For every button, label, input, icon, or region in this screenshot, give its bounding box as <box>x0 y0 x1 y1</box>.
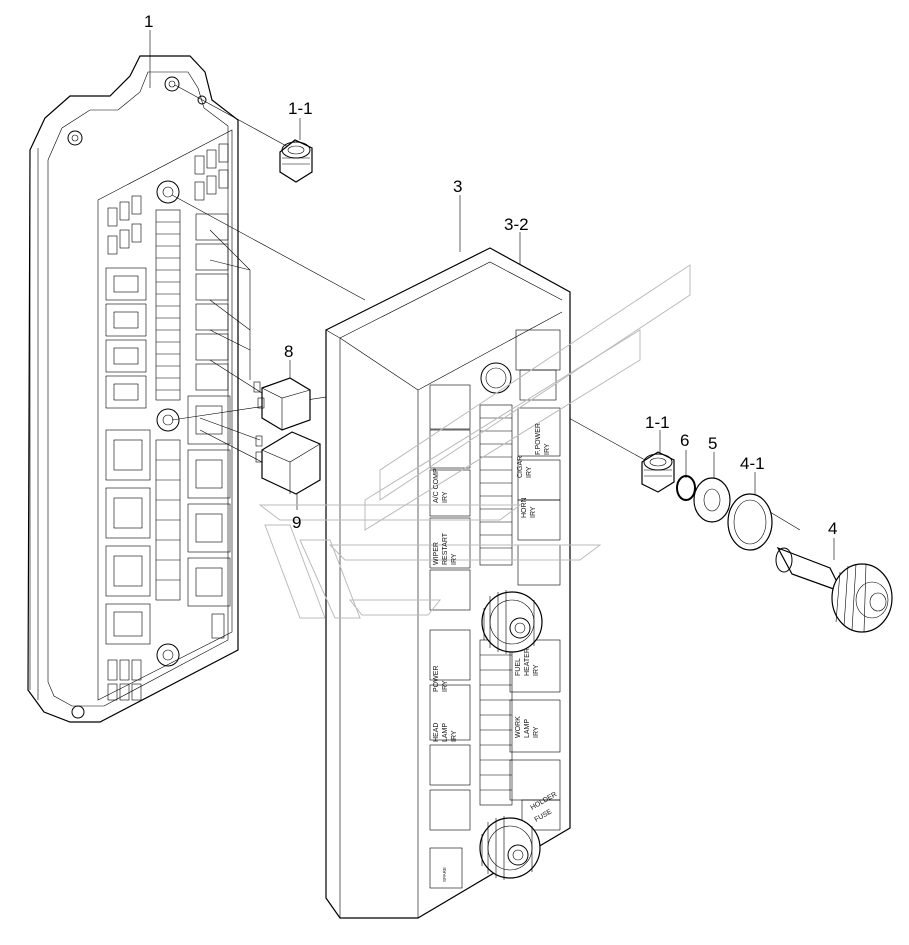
fuse-box-base <box>27 55 239 723</box>
callout-3-2: 3-2 <box>504 215 529 234</box>
callout-4: 4 <box>828 519 837 538</box>
label-power-iry: IRY <box>442 680 449 692</box>
callout-1: 1 <box>144 12 153 31</box>
label-fuel-power-iry: IRY <box>544 443 551 455</box>
callout-1-1-top: 1-1 <box>288 99 313 118</box>
fuse-box-cover <box>325 247 571 919</box>
cover-knob-lower <box>479 816 541 880</box>
label-power: POWER <box>433 666 440 692</box>
callout-labels: 1 1-1 3 3-2 8 9 1-1 6 5 4-1 4 <box>144 12 837 538</box>
label-fuel-power: F.POWER <box>535 423 542 455</box>
label-work-lamp: WORK <box>515 716 522 738</box>
label-a-c-comp: A/C COMP <box>433 468 440 503</box>
label-fuel-heater: FUEL <box>515 658 522 676</box>
callout-5: 5 <box>708 434 717 453</box>
watermark-logo <box>258 264 691 619</box>
callout-6: 6 <box>680 431 689 450</box>
label-horn: HORN <box>521 497 528 518</box>
label-work-lamp-lamp: LAMP <box>524 719 531 738</box>
label-work-lamp-iry: IRY <box>533 726 540 738</box>
label-spare: SPARE <box>442 867 447 882</box>
label-cigar: CIGAR <box>517 456 524 478</box>
callout-4-1: 4-1 <box>740 454 765 473</box>
washer <box>693 477 731 523</box>
cover-knob-upper <box>481 590 543 654</box>
relay-8 <box>253 377 311 431</box>
label-a-c-comp-sub: IRY <box>442 491 449 503</box>
label-head-lamp: HEAD <box>433 723 440 742</box>
label-cigar-iry: IRY <box>526 466 533 478</box>
label-fuel-heater-heater: HEATER <box>524 648 531 676</box>
label-wiper-restart: RESTART <box>442 532 449 565</box>
label-wiper-iry: IRY <box>451 553 458 565</box>
callout-8: 8 <box>284 342 293 361</box>
callout-1-1-right: 1-1 <box>645 413 670 432</box>
label-head-lamp-lamp: LAMP <box>442 723 449 742</box>
callout-9: 9 <box>292 513 301 532</box>
label-head-lamp-iry: IRY <box>451 730 458 742</box>
knob <box>775 546 893 633</box>
gasket <box>727 493 773 551</box>
relay-9 <box>255 431 321 495</box>
label-wiper: WIPER <box>433 542 440 565</box>
cap-top <box>279 139 313 183</box>
label-horn-iry: IRY <box>530 506 537 518</box>
o-ring <box>676 475 696 501</box>
cap-right <box>641 451 675 493</box>
label-fuel-heater-iry: IRY <box>533 664 540 676</box>
callout-3: 3 <box>453 177 462 196</box>
